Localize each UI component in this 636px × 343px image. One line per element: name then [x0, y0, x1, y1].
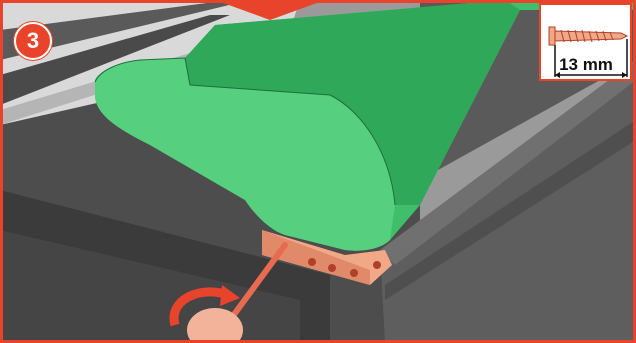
- screw-length-label: 13 mm: [549, 55, 623, 75]
- step-number-badge: 3: [14, 22, 52, 60]
- screw-detail-inset: 13 mm: [539, 3, 632, 81]
